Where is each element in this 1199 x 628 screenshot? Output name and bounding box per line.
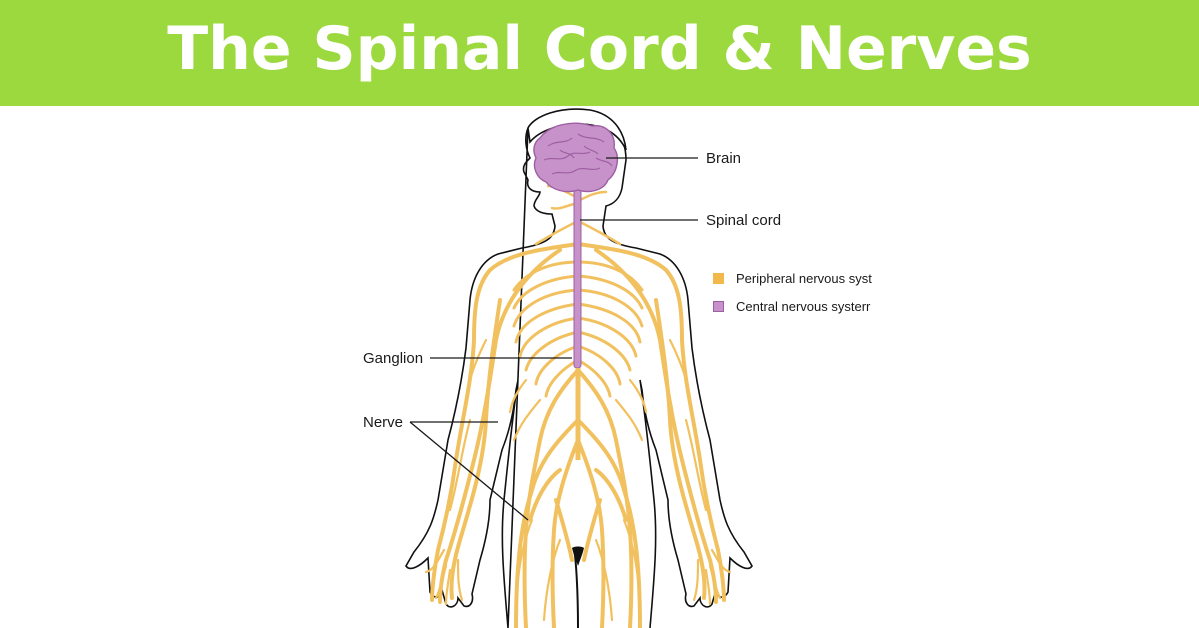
legend-label-central: Central nervous systerr <box>736 299 871 314</box>
label-nerve: Nerve <box>363 414 404 431</box>
page-title: The Spinal Cord & Nerves <box>167 14 1032 84</box>
crotch-shade <box>572 546 584 566</box>
brain-shape <box>533 122 619 193</box>
label-ganglion: Ganglion <box>363 350 424 367</box>
legend-swatch-central <box>713 301 724 312</box>
legend-swatch-peripheral <box>713 273 724 284</box>
title-banner: The Spinal Cord & Nerves <box>0 0 1199 106</box>
legend-label-peripheral: Peripheral nervous syst <box>736 271 872 286</box>
label-spinal-cord: Spinal cord <box>706 212 782 229</box>
label-brain: Brain <box>706 150 742 167</box>
legend-item-central: Central nervous systerr <box>713 299 883 314</box>
pointer-lines <box>409 157 698 521</box>
nerve-pointer-leg <box>409 421 529 521</box>
peripheral-nerves <box>424 184 732 628</box>
body-illustration <box>405 108 753 628</box>
spinal-cord-shape <box>573 185 582 369</box>
nervous-system-diagram: Brain Spinal cord Ganglion Nerve Periphe… <box>0 106 1199 628</box>
legend-item-peripheral: Peripheral nervous syst <box>713 271 883 286</box>
